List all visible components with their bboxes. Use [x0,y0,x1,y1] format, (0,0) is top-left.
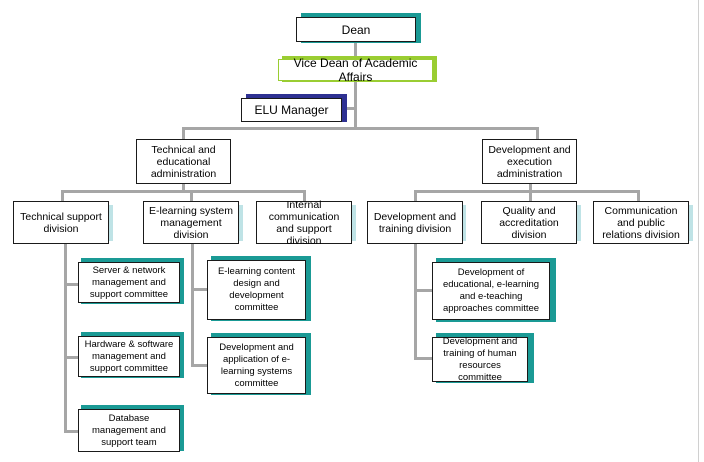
edge-elearning-trunk [191,244,194,367]
node-internal-comm-label: Internal communication and support divis… [268,198,340,247]
node-hr: Development and training of human resour… [432,335,528,383]
edge-to-hr [414,357,432,360]
node-tech-admin-label: Technical and educational administration [150,143,217,180]
edge-to-app-dev [191,364,207,367]
node-quality-div: Quality and accreditation division [481,201,577,244]
node-content-label: E-learning content design and developmen… [217,266,296,313]
node-dev-training-div-label: Development and training division [373,210,457,235]
edge-to-quality [529,190,532,202]
node-dev-admin: Development and execution administration [482,139,577,184]
node-database-label: Database management and support team [92,412,166,448]
node-hw-sw: Hardware & software management and suppo… [78,336,180,377]
node-quality-div-label: Quality and accreditation division [499,204,559,241]
edge-to-approaches [414,289,432,292]
edge-tech-div-bus [61,190,306,193]
node-internal-comm: Internal communication and support divis… [256,198,352,247]
edge-admin-bus [182,127,539,130]
node-dev-admin-label: Development and execution administration [488,143,571,180]
edge-elu-stub [344,107,356,110]
edge-to-elearning-div [190,190,193,202]
edge-dev-div-bus [414,190,640,193]
node-dean: Dean [296,17,416,42]
edge-to-internal-comm [303,190,306,202]
edge-to-hw-sw [64,356,79,359]
edge-vice-dean-trunk [354,80,357,128]
edge-dean-vice-dean [354,41,357,59]
node-server-net-label: Server & network management and support … [89,264,169,300]
node-vice-dean-label: Vice Dean of Academic Affairs [293,56,418,84]
frame-edge [698,0,699,462]
edge-to-tech-support [61,190,64,202]
node-elu-manager: ELU Manager [241,98,342,122]
node-elu-manager-label: ELU Manager [254,103,329,117]
edge-to-tech-admin [182,127,185,140]
node-tech-support-label: Technical support division [20,210,102,235]
edge-to-database [64,430,79,433]
edge-tech-admin-down [182,184,185,192]
node-tech-support: Technical support division [13,201,109,244]
edge-to-dev-admin [536,127,539,140]
node-database: Database management and support team [78,409,180,452]
edge-to-dev-training [414,190,417,202]
node-app-dev: Development and application of e-learnin… [207,337,306,394]
node-server-net: Server & network management and support … [78,262,180,303]
node-dev-training-div: Development and training division [367,201,463,244]
node-dean-label: Dean [341,22,371,37]
node-approaches-label: Development of educational, e-learning a… [442,267,540,314]
node-content: E-learning content design and developmen… [207,260,306,320]
node-elearning-div-label: E-learning system management division [148,204,234,241]
edge-dev-admin-down [529,184,532,192]
node-hr-label: Development and training of human resour… [442,335,518,383]
node-comm-pr-div-label: Communication and public relations divis… [602,204,680,241]
node-tech-admin: Technical and educational administration [136,139,231,184]
node-comm-pr-div: Communication and public relations divis… [593,201,689,244]
edge-tech-support-trunk [64,244,67,432]
edge-to-server-net [64,283,79,286]
edge-dev-training-trunk [414,244,417,360]
node-app-dev-label: Development and application of e-learnin… [219,341,294,389]
node-vice-dean: Vice Dean of Academic Affairs [278,56,433,84]
edge-to-comm-pr [637,190,640,202]
node-elearning-div: E-learning system management division [143,201,239,244]
edge-to-content [191,288,207,291]
node-approaches: Development of educational, e-learning a… [432,262,550,320]
node-hw-sw-label: Hardware & software management and suppo… [84,338,174,374]
